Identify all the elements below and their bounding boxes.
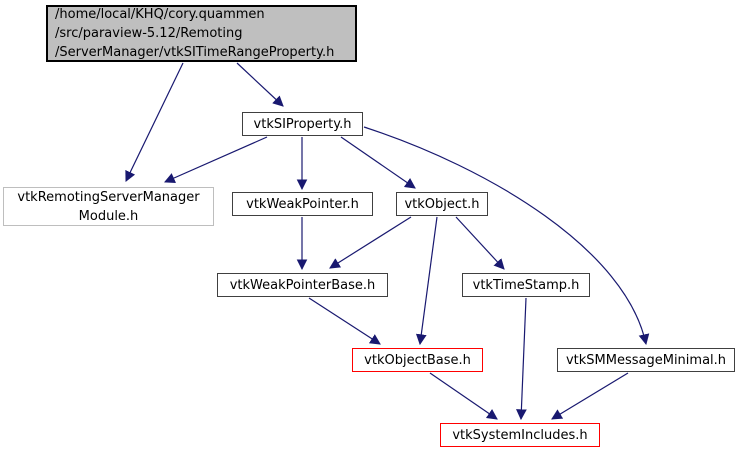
node-vtktimestamp[interactable]: vtkTimeStamp.h: [462, 273, 590, 297]
edge-smmessageminimal-to-systemincludes: [551, 372, 629, 420]
node-vtksmmessageminimal[interactable]: vtkSMMessageMinimal.h: [557, 348, 735, 372]
edge-siproperty-to-object: [340, 136, 416, 189]
node-vtkobjectbase[interactable]: vtkObjectBase.h: [352, 348, 483, 372]
edge-object-to-objectbase: [415, 216, 438, 346]
edge-object-to-weakpointerbase: [329, 216, 412, 269]
node-vtkremotingservermanagermodule: vtkRemotingServerManager Module.h: [3, 187, 214, 226]
edge-root-to-remotingmodule: [125, 62, 184, 182]
node-vtksitimerangeproperty-root: /home/local/KHQ/cory.quammen /src/paravi…: [46, 5, 357, 62]
edge-siproperty-to-smmessageminimal: [363, 126, 650, 346]
node-vtksystemincludes[interactable]: vtkSystemIncludes.h: [440, 423, 600, 447]
node-vtkweakpointerbase[interactable]: vtkWeakPointerBase.h: [217, 273, 388, 297]
edge-root-to-siproperty: [236, 62, 284, 107]
edge-objectbase-to-systemincludes: [429, 372, 498, 420]
node-vtkweakpointer[interactable]: vtkWeakPointer.h: [232, 192, 373, 216]
edge-timestamp-to-systemincludes: [516, 297, 527, 421]
edge-object-to-timestamp: [455, 216, 505, 270]
node-vtkobject[interactable]: vtkObject.h: [396, 192, 488, 216]
edge-siproperty-to-remotingmodule: [164, 136, 268, 184]
node-vtksiproperty[interactable]: vtkSIProperty.h: [242, 112, 363, 136]
edge-weakpointerbase-to-objectbase: [308, 297, 381, 345]
